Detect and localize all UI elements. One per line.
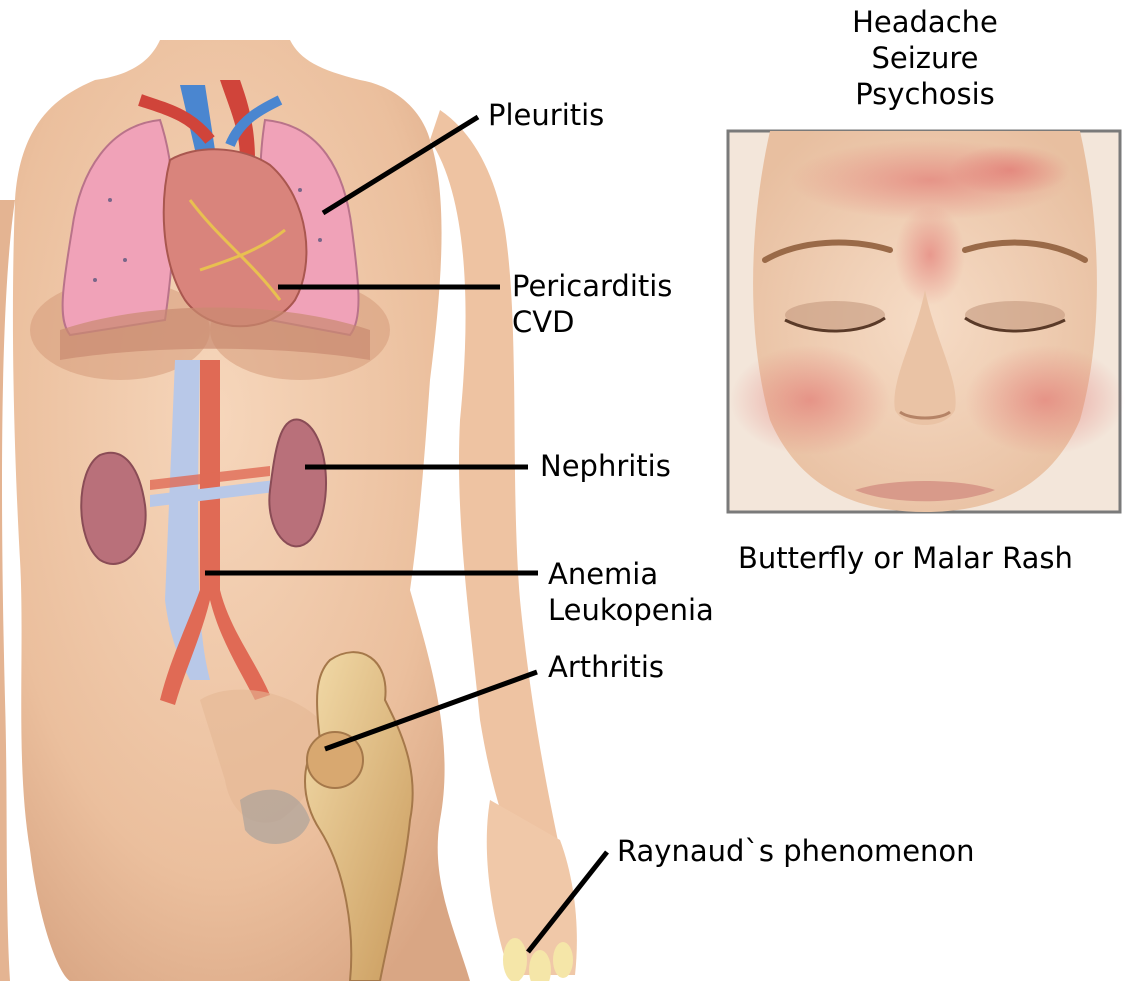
label-anemia: Anemia Leukopenia (548, 556, 714, 628)
symptom-seizure: Seizure (780, 40, 1070, 76)
label-raynaud: Raynaud`s phenomenon (617, 833, 975, 869)
right-cheek-rash (965, 345, 1125, 455)
symptom-headache: Headache (780, 4, 1070, 40)
label-pleuritis-text: Pleuritis (488, 97, 604, 133)
symptom-psychosis: Psychosis (780, 76, 1070, 112)
label-arthritis-text: Arthritis (548, 649, 664, 685)
label-pericarditis: Pericarditis CVD (512, 268, 672, 340)
face-symptoms-label: Headache Seizure Psychosis (780, 4, 1070, 112)
left-arm (0, 200, 15, 981)
label-pleuritis: Pleuritis (488, 97, 604, 133)
label-leukopenia-text: Leukopenia (548, 592, 714, 628)
label-nephritis-text: Nephritis (540, 448, 671, 484)
label-nephritis: Nephritis (540, 448, 671, 484)
left-cheek-rash (730, 345, 890, 455)
label-cvd-text: CVD (512, 304, 672, 340)
face-caption: Butterfly or Malar Rash (738, 540, 1073, 576)
body-figure (0, 40, 577, 981)
label-anemia-text: Anemia (548, 556, 714, 592)
label-raynaud-text: Raynaud`s phenomenon (617, 833, 975, 869)
label-arthritis: Arthritis (548, 649, 664, 685)
label-pericarditis-text: Pericarditis (512, 268, 672, 304)
face-panel (728, 131, 1125, 512)
